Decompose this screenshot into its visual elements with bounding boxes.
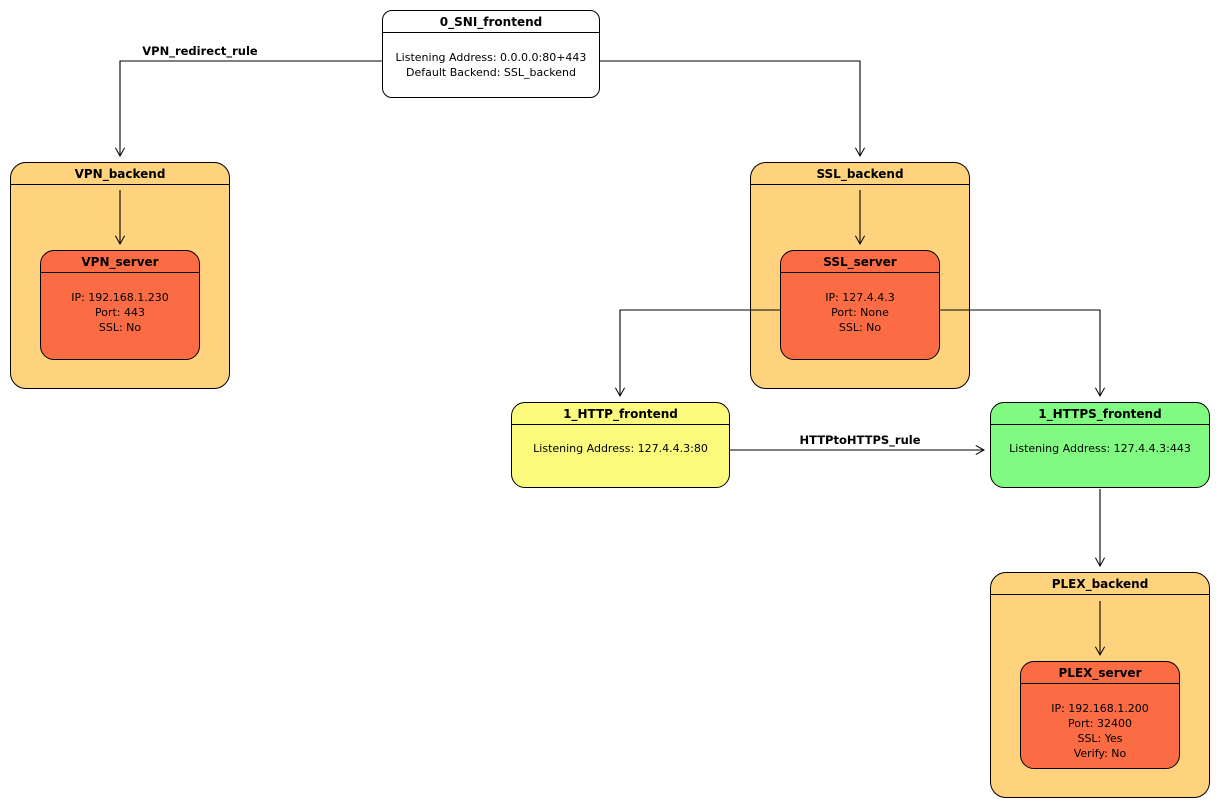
- node-vpn-server: VPN_server IP: 192.168.1.230 Port: 443 S…: [40, 250, 200, 360]
- edge-label-vpn-redirect-rule: VPN_redirect_rule: [142, 44, 258, 58]
- node-line: Listening Address: 0.0.0.0:80+443: [395, 51, 587, 64]
- node-vpn-backend: VPN_backend VPN_server IP: 192.168.1.230…: [10, 162, 230, 389]
- node-body: Listening Address: 0.0.0.0:80+443 Defaul…: [383, 33, 599, 80]
- edge-sni-to-vpn-backend: [114, 60, 382, 158]
- node-line: Port: 32400: [1067, 717, 1132, 730]
- node-line: Verify: No: [1073, 747, 1127, 760]
- node-plex-server: PLEX_server IP: 192.168.1.200 Port: 3240…: [1020, 661, 1180, 769]
- node-line: Port: None: [831, 306, 889, 319]
- node-ssl-server: SSL_server IP: 127.4.4.3 Port: None SSL:…: [780, 250, 940, 360]
- node-title: PLEX_backend: [991, 573, 1209, 595]
- node-line: Port: 443: [94, 306, 145, 319]
- node-line: SSL: No: [838, 321, 882, 334]
- node-title: VPN_server: [41, 251, 199, 273]
- node-line: SSL: Yes: [1077, 732, 1123, 745]
- node-line: IP: 192.168.1.230: [71, 291, 169, 304]
- node-title: SSL_backend: [751, 163, 969, 185]
- node-line: Listening Address: 127.4.4.3:443: [1009, 442, 1191, 455]
- node-title: PLEX_server: [1021, 662, 1179, 684]
- node-plex-backend: PLEX_backend PLEX_server IP: 192.168.1.2…: [990, 572, 1210, 798]
- node-body: IP: 127.4.4.3 Port: None SSL: No: [781, 273, 939, 335]
- node-title: 1_HTTP_frontend: [512, 403, 729, 425]
- node-body: Listening Address: 127.4.4.3:443: [991, 425, 1209, 456]
- node-body: IP: 192.168.1.200 Port: 32400 SSL: Yes V…: [1021, 684, 1179, 761]
- node-https-frontend: 1_HTTPS_frontend Listening Address: 127.…: [990, 402, 1210, 488]
- node-title: VPN_backend: [11, 163, 229, 185]
- node-sni-frontend: 0_SNI_frontend Listening Address: 0.0.0.…: [382, 10, 600, 98]
- edge-label-http-to-https-rule: HTTPtoHTTPS_rule: [799, 433, 921, 447]
- node-http-frontend: 1_HTTP_frontend Listening Address: 127.4…: [511, 402, 730, 488]
- edge-sni-to-ssl-backend: [600, 60, 866, 158]
- node-line: IP: 192.168.1.200: [1051, 702, 1149, 715]
- node-line: IP: 127.4.4.3: [825, 291, 895, 304]
- node-title: 0_SNI_frontend: [383, 11, 599, 33]
- node-line: SSL: No: [98, 321, 142, 334]
- node-line: Default Backend: SSL_backend: [406, 66, 576, 79]
- node-ssl-backend: SSL_backend SSL_server IP: 127.4.4.3 Por…: [750, 162, 970, 389]
- node-title: 1_HTTPS_frontend: [991, 403, 1209, 425]
- node-body: Listening Address: 127.4.4.3:80: [512, 425, 729, 456]
- node-line: Listening Address: 127.4.4.3:80: [533, 442, 708, 455]
- node-body: IP: 192.168.1.230 Port: 443 SSL: No: [41, 273, 199, 335]
- node-title: SSL_server: [781, 251, 939, 273]
